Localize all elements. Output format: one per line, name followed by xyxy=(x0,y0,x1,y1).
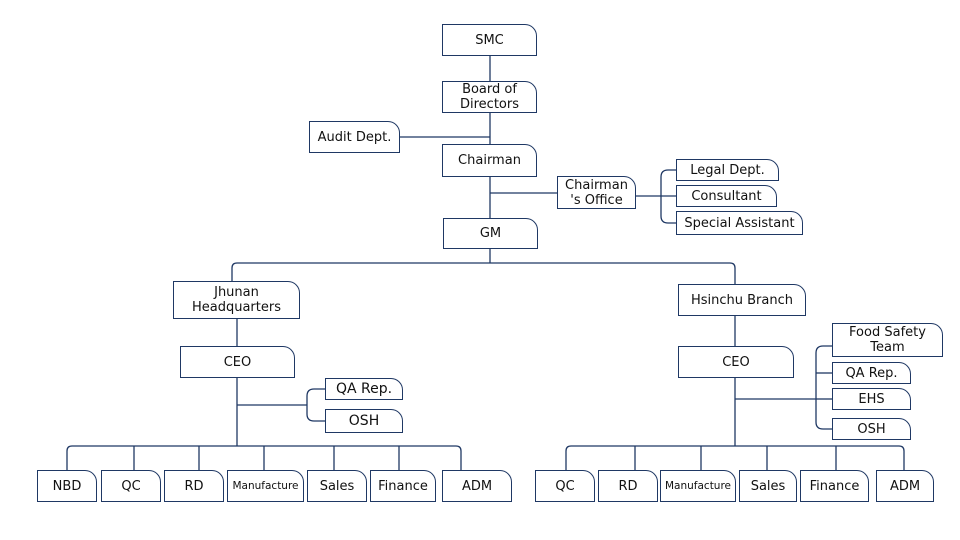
hsinchu-osh-box: OSH xyxy=(832,418,911,440)
special-assistant-box: Special Assistant xyxy=(676,211,803,235)
jhunan-dept-finance-box: Finance xyxy=(370,470,436,502)
jhunan-qa-rep-box: QA Rep. xyxy=(325,378,403,400)
jhunan-dept-sales-box: Sales xyxy=(307,470,367,502)
ehs-box: EHS xyxy=(832,388,911,410)
chairman-box: Chairman xyxy=(442,144,537,177)
chairman-office-box: Chairman 's Office xyxy=(557,176,636,209)
jhunan-ceo-box: CEO xyxy=(180,346,295,378)
hsinchu-dept-qc-box: QC xyxy=(535,470,595,502)
jhunan-osh-box: OSH xyxy=(325,409,403,433)
jhunan-dept-adm-box: ADM xyxy=(442,470,512,502)
hsinchu-dept-adm-box: ADM xyxy=(876,470,934,502)
board-of-directors-box: Board of Directors xyxy=(442,81,537,113)
hsinchu-dept-finance-box: Finance xyxy=(800,470,869,502)
legal-dept-box: Legal Dept. xyxy=(676,159,779,181)
smc-box: SMC xyxy=(442,24,537,56)
gm-box: GM xyxy=(443,218,538,249)
jhunan-headquarters-box: Jhunan Headquarters xyxy=(173,281,300,319)
hsinchu-dept-manufacture-box: Manufacture xyxy=(660,470,736,502)
hsinchu-dept-rd-box: RD xyxy=(598,470,658,502)
hsinchu-branch-box: Hsinchu Branch xyxy=(678,284,806,316)
jhunan-dept-nbd-box: NBD xyxy=(37,470,97,502)
hsinchu-dept-sales-box: Sales xyxy=(739,470,797,502)
audit-dept-box: Audit Dept. xyxy=(309,121,400,153)
hsinchu-ceo-box: CEO xyxy=(678,346,794,378)
hsinchu-qa-rep-box: QA Rep. xyxy=(832,362,911,384)
food-safety-team-box: Food Safety Team xyxy=(832,323,943,357)
jhunan-dept-rd-box: RD xyxy=(164,470,224,502)
consultant-box: Consultant xyxy=(676,185,777,207)
jhunan-dept-qc-box: QC xyxy=(101,470,161,502)
jhunan-dept-manufacture-box: Manufacture xyxy=(227,470,304,502)
